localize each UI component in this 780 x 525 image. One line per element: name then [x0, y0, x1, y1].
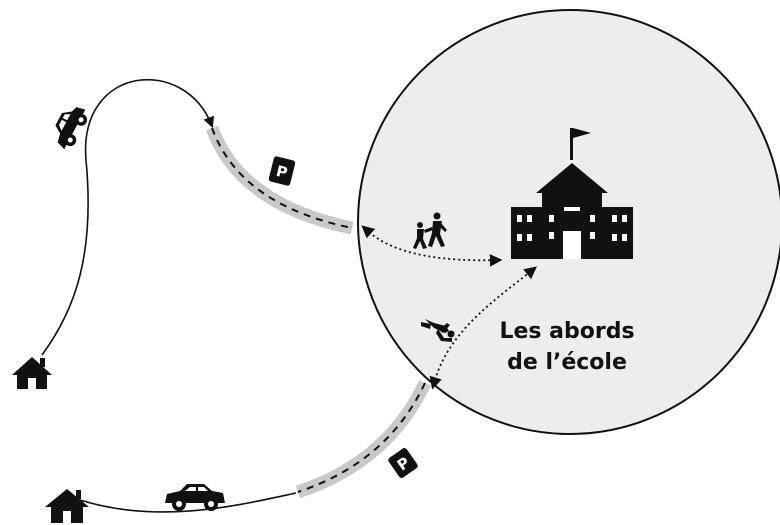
parking-dashes-top: [211, 127, 353, 229]
car-icon-bottom: [165, 484, 225, 511]
parking-sign-top-text: P: [274, 162, 289, 182]
car-icon: [55, 107, 88, 150]
parking-dashes-bottom: [297, 382, 426, 493]
walking-people-icon: [413, 212, 447, 249]
route-top: [41, 78, 215, 356]
house-icon-bottom: [45, 489, 89, 523]
parking-sign-icon-bottom: P: [388, 448, 418, 478]
area-label-line1: Les abords: [499, 319, 634, 344]
area-label-line2: de l’école: [507, 350, 627, 375]
walk-path-bottom: [429, 266, 537, 390]
route-bottom: [79, 492, 297, 513]
running-person-icon: [421, 319, 455, 342]
parking-strip-bottom: [295, 380, 431, 499]
school-building-icon: [511, 128, 633, 259]
parking-sign-icon: P: [268, 156, 296, 186]
house-icon: [12, 357, 52, 389]
walk-path-top: [361, 225, 503, 267]
